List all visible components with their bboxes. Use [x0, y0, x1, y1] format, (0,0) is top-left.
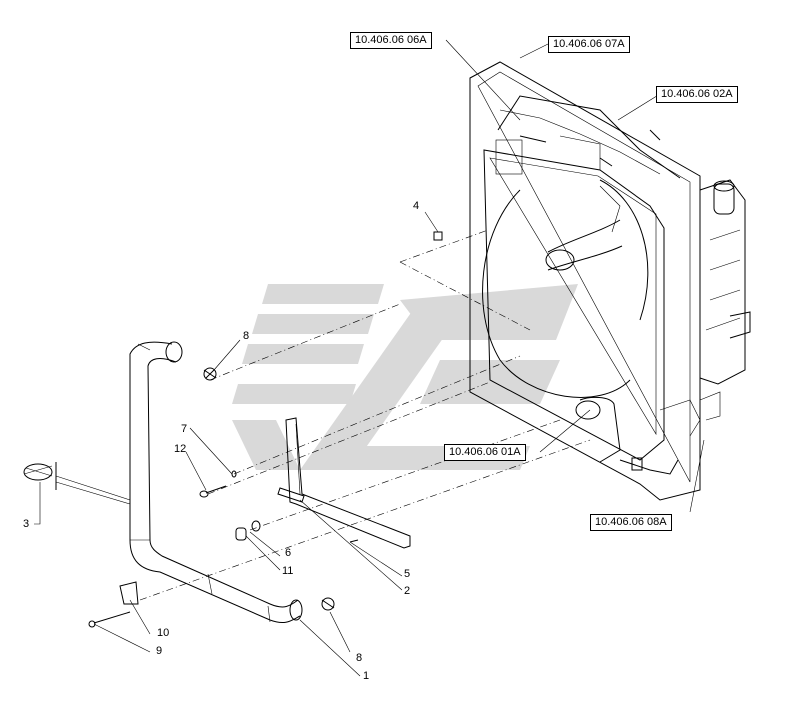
alignment-lines	[139, 229, 591, 601]
ref-box-01a[interactable]: 10.406.06 01A	[444, 444, 526, 461]
callout-4: 4	[413, 200, 420, 212]
callout-11: 11	[282, 565, 294, 577]
hose-part	[129, 341, 303, 623]
callout-1: 1	[363, 670, 370, 682]
callout-3: 3	[23, 518, 30, 530]
callout-8-bottom: 8	[356, 652, 363, 664]
callout-8-top: 8	[243, 330, 250, 342]
ref-box-02a[interactable]: 10.406.06 02A	[656, 86, 738, 103]
watermark-logo	[232, 284, 578, 470]
radiator-assembly	[469, 61, 751, 501]
callout-9: 9	[156, 645, 163, 657]
callout-7: 7	[181, 423, 188, 435]
callout-12: 12	[174, 443, 187, 455]
ref-box-06a[interactable]: 10.406.06 06A	[350, 32, 432, 49]
callout-6: 6	[285, 547, 292, 559]
ref-box-07a[interactable]: 10.406.06 07A	[548, 36, 630, 53]
callout-leaders	[34, 39, 705, 677]
callout-10: 10	[157, 627, 170, 639]
callout-2: 2	[404, 585, 411, 597]
ref-box-08a[interactable]: 10.406.06 08A	[590, 514, 672, 531]
callout-5: 5	[404, 568, 411, 580]
hardware-parts	[23, 231, 443, 628]
